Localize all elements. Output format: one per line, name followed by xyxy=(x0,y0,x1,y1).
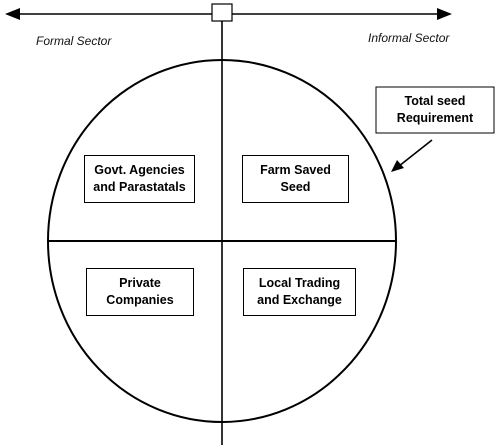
quadrant-label-line-2: Seed xyxy=(280,180,311,194)
quadrant-box-govt-agencies: Govt. Agencies and Parastatals xyxy=(84,155,195,203)
quadrant-label-line-1: Private xyxy=(119,276,161,290)
quadrant-box-local-trading: Local Trading and Exchange xyxy=(243,268,356,316)
quadrant-box-farm-saved-seed: Farm Saved Seed xyxy=(242,155,349,203)
callout-line-1: Total seed xyxy=(404,94,466,108)
callout-text: Total seed Requirement xyxy=(377,88,493,132)
callout-line-2: Requirement xyxy=(396,111,474,125)
quadrant-label-line-1: Local Trading xyxy=(258,276,341,290)
quadrant-label-line-2: Companies xyxy=(106,293,174,307)
callout-arrowhead xyxy=(391,160,404,172)
informal-sector-label: Informal Sector xyxy=(368,31,450,45)
axis-center-square xyxy=(211,3,233,22)
quadrant-label-line-2: and Exchange xyxy=(257,293,342,307)
formal-sector-label: Formal Sector xyxy=(36,34,112,48)
right-arrowhead xyxy=(437,8,452,20)
left-arrowhead xyxy=(5,8,20,20)
quadrant-box-private-companies: Private Companies xyxy=(86,268,194,316)
callout-box xyxy=(375,86,495,134)
quadrant-label-line-2: and Parastatals xyxy=(93,180,186,194)
quadrant-label-line-1: Farm Saved xyxy=(260,163,331,177)
quadrant-label-line-1: Govt. Agencies xyxy=(94,163,185,177)
